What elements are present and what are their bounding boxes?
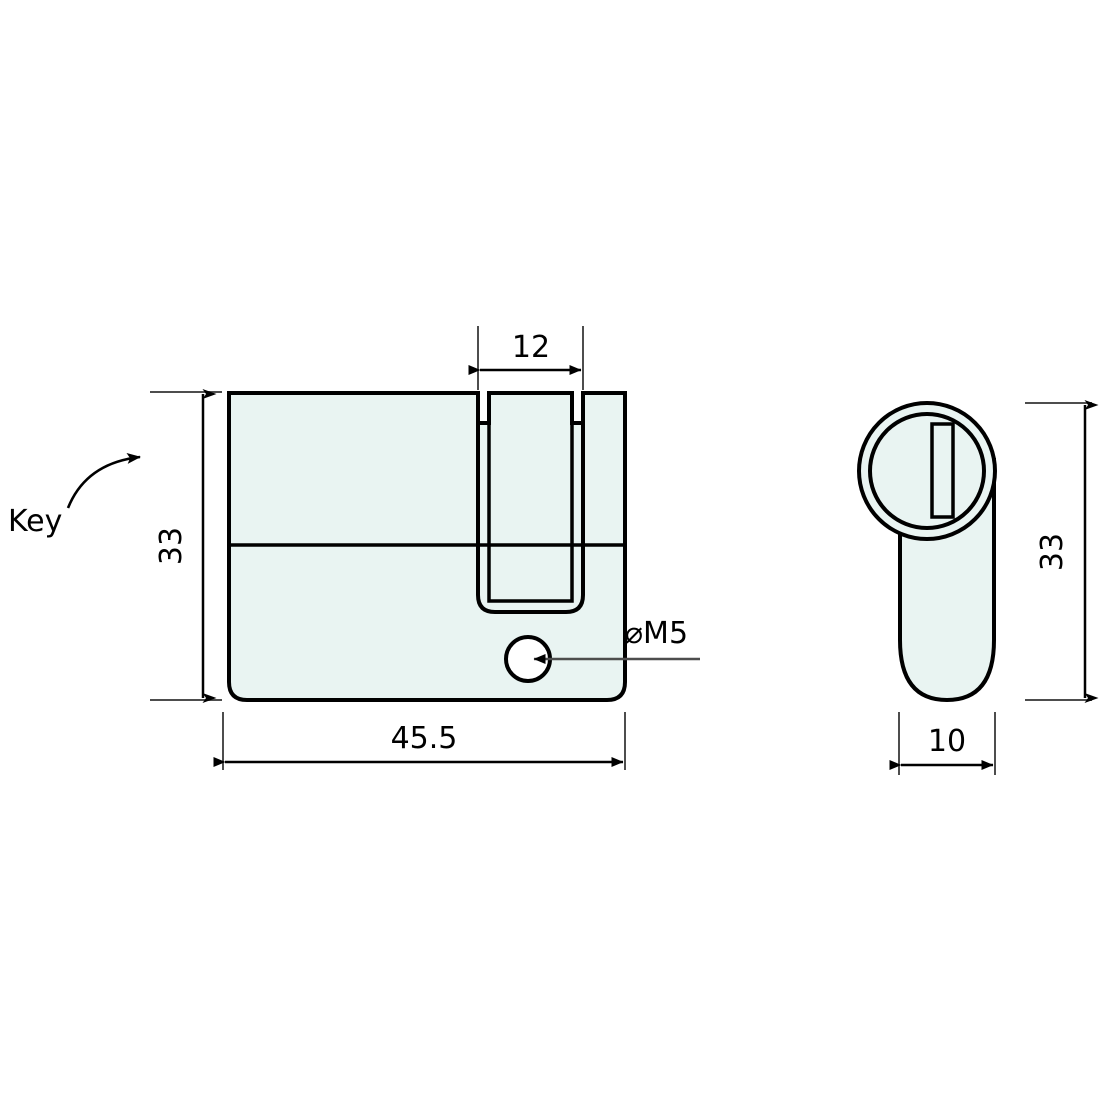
dim-45-5-value: 45.5 — [391, 721, 458, 756]
key-leader-arrow — [66, 452, 141, 509]
slot-outer-channel — [476, 393, 585, 614]
dimension-45-5-group: 45.5 — [213, 712, 626, 770]
dimension-33-left-group: 33 — [150, 389, 222, 703]
key-callout-group: Key — [8, 452, 141, 539]
key-label: Key — [8, 504, 62, 539]
dim-33-right-value: 33 — [1035, 533, 1070, 571]
m5-callout-label: ⌀M5 — [625, 616, 688, 651]
dim-12-value: 12 — [512, 330, 550, 365]
dim-10-value: 10 — [928, 724, 966, 759]
dimension-33-right-group: 33 — [1025, 400, 1099, 703]
side-inner-circle — [868, 412, 986, 530]
side-keyway-slot — [930, 422, 955, 519]
dim-33-left-value: 33 — [154, 527, 189, 565]
slot-inner-rect — [487, 393, 574, 603]
dimension-10-group: 10 — [889, 712, 996, 775]
front-view-group: ⌀M5 — [227, 391, 700, 702]
side-view-group — [857, 401, 997, 703]
dimension-12-group: 12 — [468, 326, 584, 390]
